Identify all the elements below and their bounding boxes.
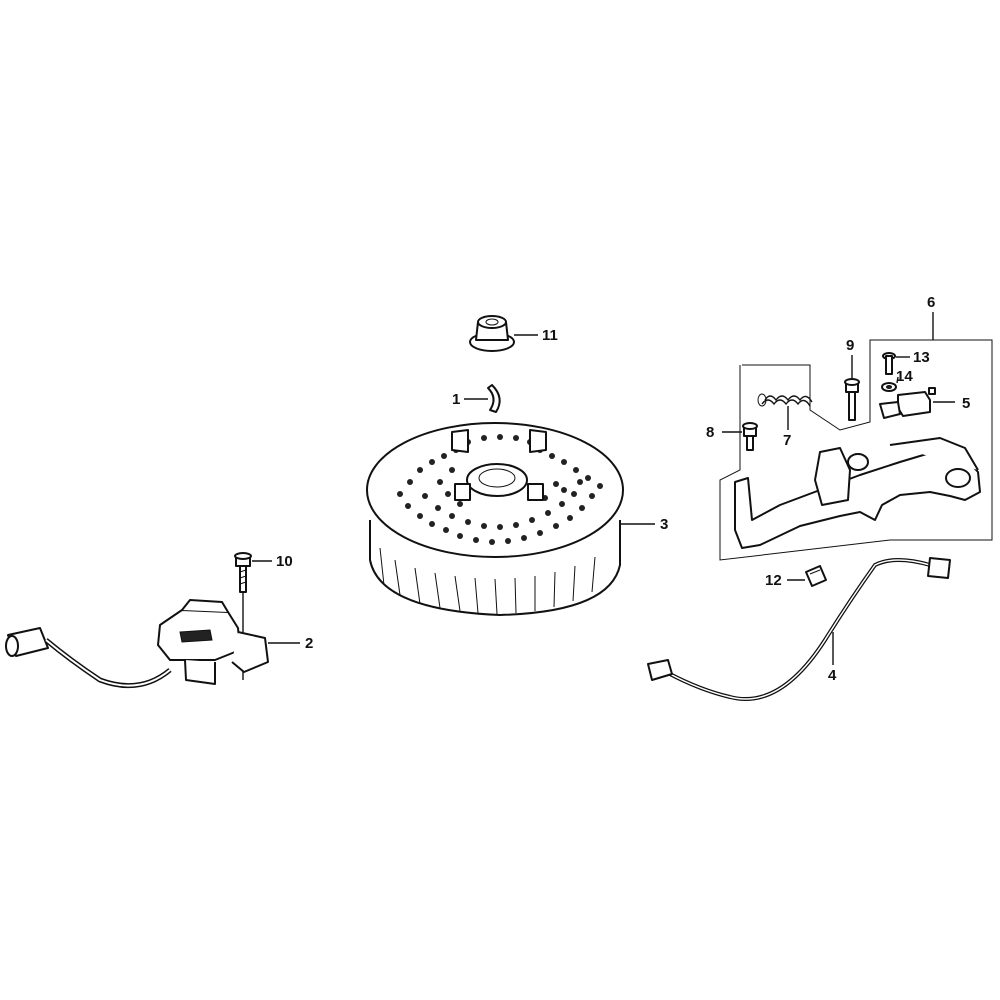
callout-8: 8 — [706, 424, 714, 441]
callout-13: 13 — [913, 349, 930, 366]
flywheel-part[interactable] — [366, 422, 624, 616]
woodruff-key-part[interactable] — [487, 384, 501, 413]
callout-3: 3 — [660, 516, 668, 533]
callout-6: 6 — [927, 294, 935, 311]
callout-2: 2 — [305, 635, 313, 652]
callout-1: 1 — [452, 391, 460, 408]
bracket-bolt-part[interactable] — [844, 378, 860, 421]
stop-switch-part[interactable] — [879, 387, 936, 419]
control-base-part[interactable] — [734, 437, 981, 549]
stop-wire-part[interactable] — [647, 557, 951, 702]
leader-line-14 — [896, 376, 899, 384]
ignition-bolt-part[interactable] — [234, 552, 252, 593]
callout-5: 5 — [962, 395, 970, 412]
callout-4: 4 — [828, 667, 837, 684]
callout-12: 12 — [765, 572, 782, 589]
washer-part[interactable] — [881, 382, 897, 392]
callout-14: 14 — [896, 368, 913, 385]
callout-7: 7 — [783, 432, 791, 449]
callout-11: 11 — [542, 327, 558, 344]
callout-9: 9 — [846, 337, 854, 354]
ignition-coil-part[interactable] — [5, 599, 269, 689]
callout-10: 10 — [276, 553, 293, 570]
spring-part[interactable] — [757, 393, 813, 407]
screw-part[interactable] — [742, 422, 758, 451]
wire-clip-part[interactable] — [805, 565, 827, 587]
flange-nut-part[interactable] — [469, 315, 515, 352]
assembly-bracket-outline — [719, 339, 993, 561]
switch-screw-part[interactable] — [882, 352, 896, 375]
